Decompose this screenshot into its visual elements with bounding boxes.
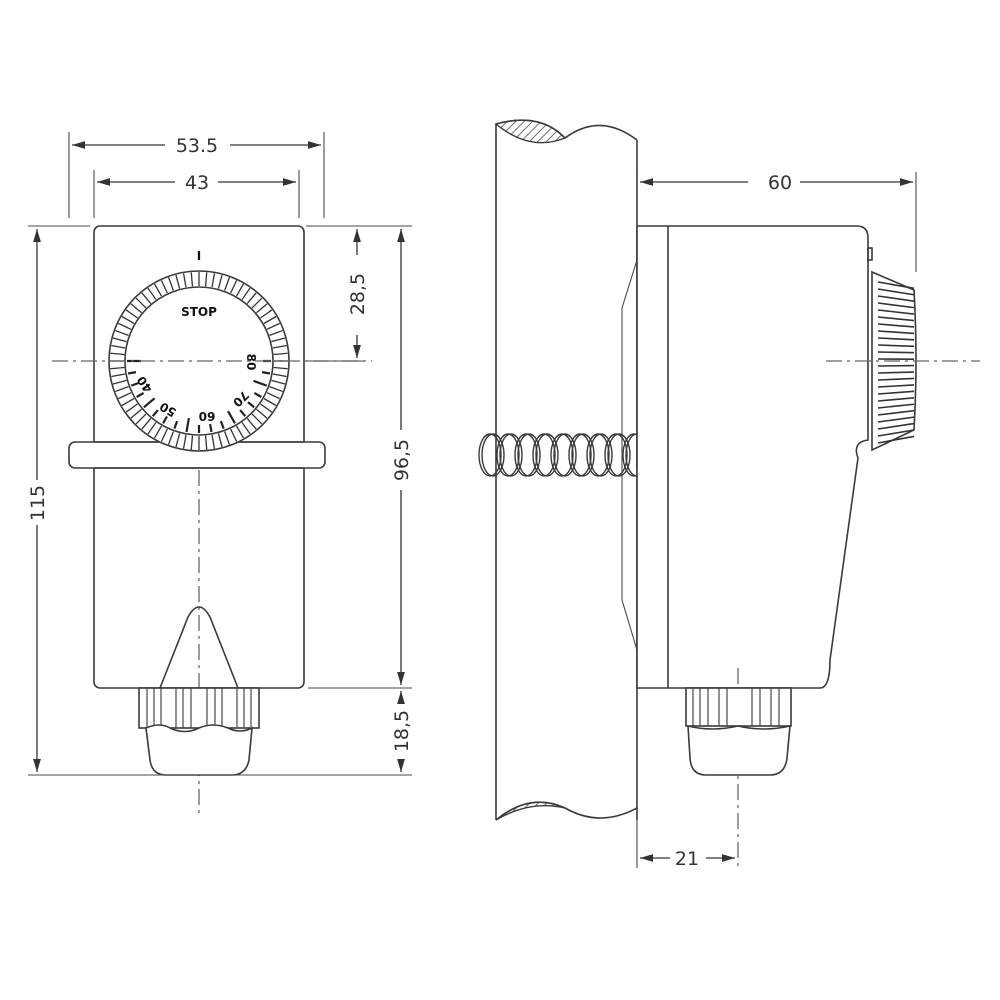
sensor-cone xyxy=(159,606,239,689)
dimension-gland-offset: 21 xyxy=(640,848,735,870)
dial-top-mark: I xyxy=(197,249,201,263)
side-view: 60 21 xyxy=(478,119,980,870)
dimension-gland-height: 18,5 xyxy=(391,691,413,772)
dimension-depth: 60 xyxy=(640,172,913,194)
pipe xyxy=(494,119,638,821)
svg-text:53.5: 53.5 xyxy=(176,135,218,157)
svg-text:43: 43 xyxy=(185,172,209,194)
cable-gland-front xyxy=(138,687,260,776)
dimension-overall-height: 115 xyxy=(27,229,49,772)
svg-text:18,5: 18,5 xyxy=(391,710,413,752)
front-view: 53.5 43 STOP I 40 50 60 70 80 xyxy=(27,132,413,815)
dimension-body-width: 43 xyxy=(97,172,296,194)
thermostat-body-side xyxy=(636,225,869,689)
svg-text:115: 115 xyxy=(27,485,49,521)
svg-text:21: 21 xyxy=(675,848,699,870)
dimension-dial-center: 28,5 xyxy=(347,229,369,358)
dial-stop-label: STOP xyxy=(181,305,217,319)
dimension-overall-width: 53.5 xyxy=(72,135,321,157)
dimension-body-height: 96,5 xyxy=(391,229,413,685)
retaining-spring xyxy=(478,433,649,477)
cable-gland-side xyxy=(685,687,792,776)
svg-text:60: 60 xyxy=(768,172,792,194)
temperature-dial[interactable]: STOP I 40 50 60 70 80 xyxy=(108,249,290,452)
dial-label-60: 60 xyxy=(199,409,216,423)
dial-label-80: 80 xyxy=(244,354,258,371)
svg-text:96,5: 96,5 xyxy=(391,439,413,481)
svg-text:28,5: 28,5 xyxy=(347,273,369,315)
